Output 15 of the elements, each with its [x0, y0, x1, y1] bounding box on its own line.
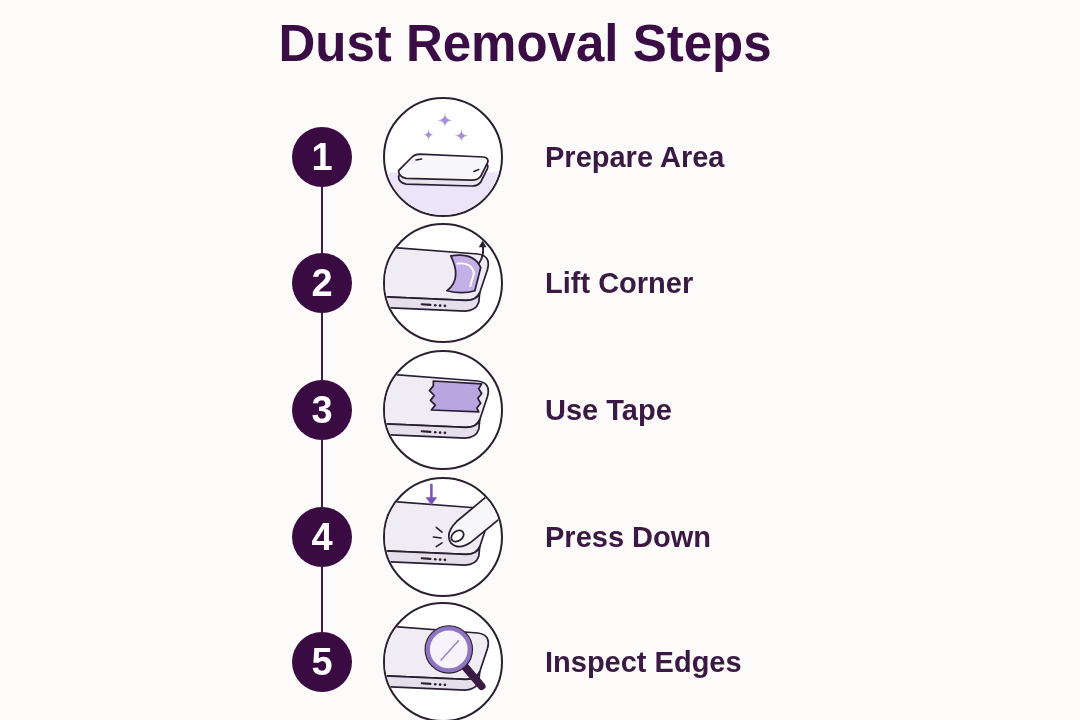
connector-line [321, 186, 323, 254]
connector-line [321, 566, 323, 633]
step-label: Press Down [545, 520, 711, 555]
title: Dust Removal Steps [278, 14, 772, 74]
step-label: Use Tape [545, 393, 672, 428]
step-number: 1 [292, 127, 352, 187]
step-label: Lift Corner [545, 266, 694, 301]
step-label: Prepare Area [545, 140, 725, 175]
step-number: 2 [292, 253, 352, 313]
connector-line [321, 312, 323, 381]
step-number: 5 [292, 632, 352, 692]
step-number: 4 [292, 507, 352, 567]
step-label: Inspect Edges [545, 645, 742, 680]
step-number: 3 [292, 380, 352, 440]
connector-line [321, 439, 323, 508]
